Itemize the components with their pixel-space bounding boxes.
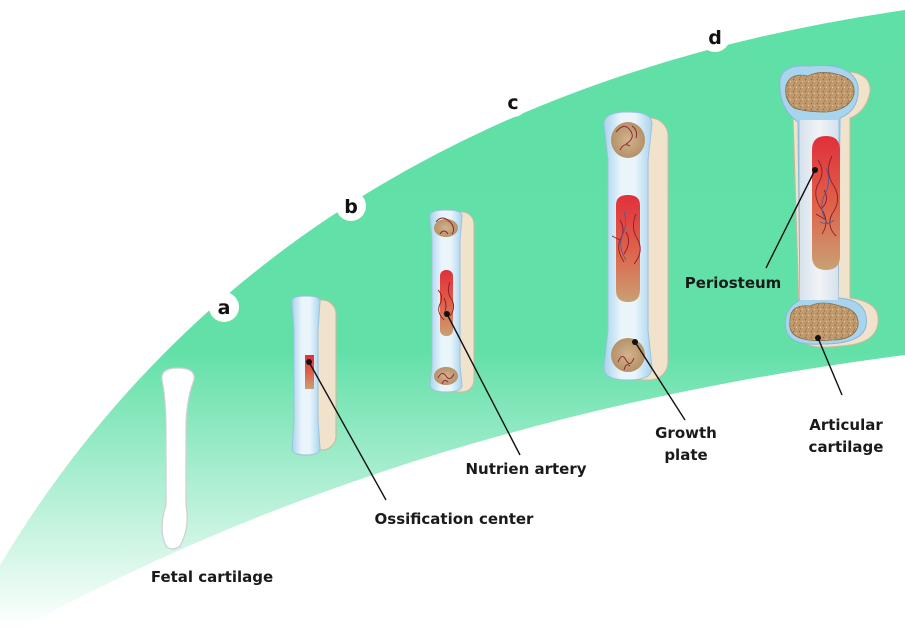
label-growth-plate-line2: plate: [664, 446, 707, 464]
bone-stage-b: [292, 296, 336, 455]
label-nutrient-artery: Nutrien artery: [465, 460, 586, 478]
bone-stage-c: [430, 210, 474, 392]
svg-text:d: d: [708, 27, 722, 49]
label-ossification-center: Ossification center: [375, 510, 534, 528]
label-periosteum: Periosteum: [685, 274, 782, 292]
label-fetal-cartilage: Fetal cartilage: [151, 568, 273, 586]
stage-letter-a: a: [209, 292, 239, 322]
label-articular-cartilage-line2: cartilage: [809, 438, 884, 456]
svg-text:a: a: [218, 297, 231, 319]
label-articular-cartilage-line1: Articular: [809, 416, 883, 434]
stage-letter-b: b: [336, 191, 366, 221]
svg-text:b: b: [344, 196, 358, 218]
svg-text:c: c: [507, 92, 518, 114]
label-growth-plate-line1: Growth: [655, 424, 717, 442]
stage-letter-d: d: [700, 22, 730, 52]
stage-letter-c: c: [498, 87, 528, 117]
